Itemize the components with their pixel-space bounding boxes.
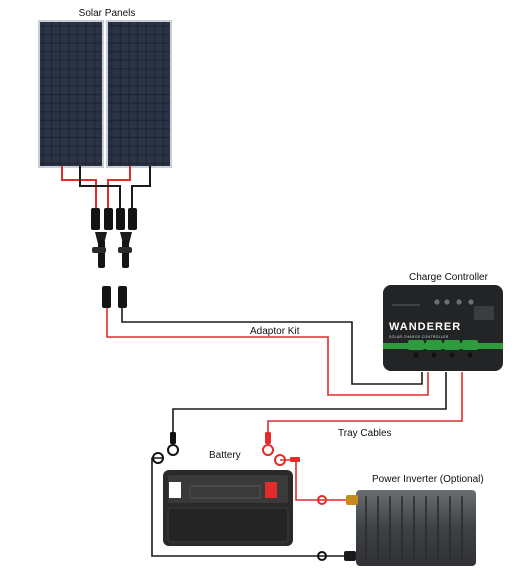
inverter-cables	[151, 457, 348, 557]
controller-brand: WANDERER	[389, 321, 462, 333]
solar-panel-right	[106, 20, 172, 168]
adaptor-kit-label: Adaptor Kit	[250, 326, 300, 337]
solar-panel-left	[38, 20, 104, 168]
charge-controller-label: Charge Controller	[409, 272, 488, 283]
tray-cables	[172, 372, 463, 434]
inverter-cable-terminals	[152, 452, 327, 561]
tray-cables-label: Tray Cables	[338, 428, 392, 439]
adaptor-kit-cables	[106, 308, 429, 396]
battery	[163, 470, 293, 546]
battery-cable-terminals	[167, 432, 274, 456]
controller-leds	[434, 299, 474, 305]
power-inverter	[344, 490, 476, 566]
inverter-fins	[365, 496, 463, 560]
controller-subtitle: SOLAR CHARGE CONTROLLER	[389, 335, 449, 339]
solar-panels-label: Solar Panels	[78, 8, 136, 19]
mc4-connectors	[91, 208, 137, 230]
controller-terminals	[413, 352, 473, 358]
panel-leads	[61, 166, 151, 210]
battery-label: Battery	[209, 450, 241, 461]
charge-controller	[383, 285, 503, 371]
adaptor-kit-connectors	[102, 286, 127, 308]
power-inverter-label: Power Inverter (Optional)	[372, 474, 484, 485]
y-branch-connectors	[92, 232, 132, 268]
